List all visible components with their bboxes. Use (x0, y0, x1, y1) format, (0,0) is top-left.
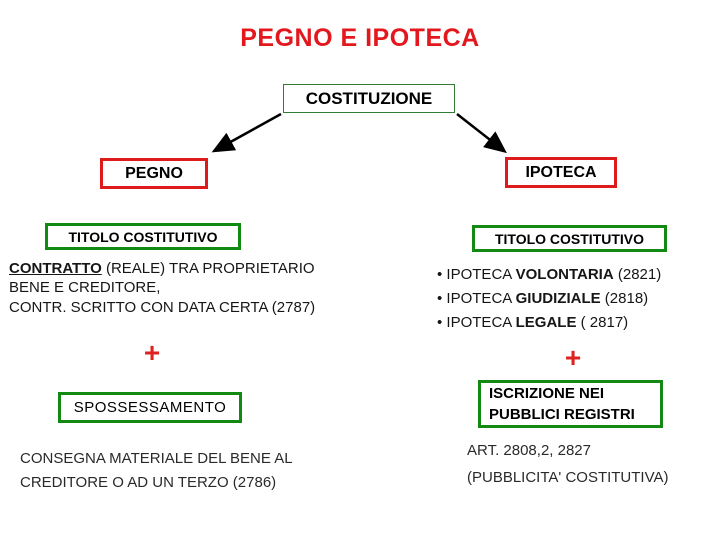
contract-line1: CONTRATTO (REALE) TRA PROPRIETARIO (9, 260, 315, 277)
contract-line2: BENE E CREDITORE, (9, 279, 161, 296)
plus-sign-left: + (143, 337, 161, 368)
titolo-costitutivo-right-label: TITOLO COSTITUTIVO (494, 230, 645, 247)
art-reference-text: ART. 2808,2, 2827 (PUBBLICITA' COSTITUTI… (467, 437, 669, 491)
spossessamento-box: SPOSSESSAMENTO (58, 392, 242, 423)
slide-title: PEGNO E IPOTECA (240, 24, 480, 52)
plus-sign-right: + (564, 342, 582, 373)
art-line1: ART. 2808,2, 2827 (467, 442, 591, 459)
ipoteca-bullet-volontaria: • IPOTECA VOLONTARIA (2821) (437, 266, 662, 283)
ipoteca-label: IPOTECA (525, 163, 597, 181)
pegno-contract-text: CONTRATTO (REALE) TRA PROPRIETARIO BENE … (9, 259, 369, 317)
spossessamento-label: SPOSSESSAMENTO (73, 399, 227, 416)
contract-line3: CONTR. SCRITTO CON DATA CERTA (2787) (9, 299, 316, 316)
ipoteca-types-list: • IPOTECA VOLONTARIA (2821) • IPOTECA GI… (437, 263, 661, 335)
pegno-box: PEGNO (100, 158, 208, 189)
titolo-costitutivo-left-label: TITOLO COSTITUTIVO (68, 228, 218, 245)
iscrizione-line2: PUBBLICI REGISTRI (489, 406, 635, 423)
ipoteca-bullet-giudiziale: • IPOTECA GIUDIZIALE (2818) (437, 290, 649, 307)
arrow-costituzione-pegno (211, 112, 282, 153)
pegno-label: PEGNO (125, 164, 183, 182)
titolo-costitutivo-right-box: TITOLO COSTITUTIVO (472, 225, 667, 252)
art-line2: (PUBBLICITA' COSTITUTIVA) (467, 469, 669, 486)
consegna-text: CONSEGNA MATERIALE DEL BENE AL CREDITORE… (20, 447, 293, 495)
costituzione-label: COSTITUZIONE (305, 88, 433, 108)
contract-word: CONTRATTO (9, 260, 102, 277)
ipoteca-box: IPOTECA (505, 157, 617, 188)
titolo-costitutivo-left-box: TITOLO COSTITUTIVO (45, 223, 241, 250)
costituzione-box: COSTITUZIONE (283, 84, 455, 113)
iscrizione-box: ISCRIZIONE NEI PUBBLICI REGISTRI (478, 380, 663, 428)
consegna-line1: CONSEGNA MATERIALE DEL BENE AL (20, 450, 293, 467)
iscrizione-line1: ISCRIZIONE NEI (489, 385, 605, 402)
bullet-icon: • (437, 314, 443, 331)
consegna-line2: CREDITORE O AD UN TERZO (2786) (20, 474, 277, 491)
bullet-icon: • (437, 290, 443, 307)
bullet-icon: • (437, 266, 443, 283)
ipoteca-bullet-legale: • IPOTECA LEGALE ( 2817) (437, 314, 629, 331)
arrow-costituzione-ipoteca (456, 113, 507, 154)
